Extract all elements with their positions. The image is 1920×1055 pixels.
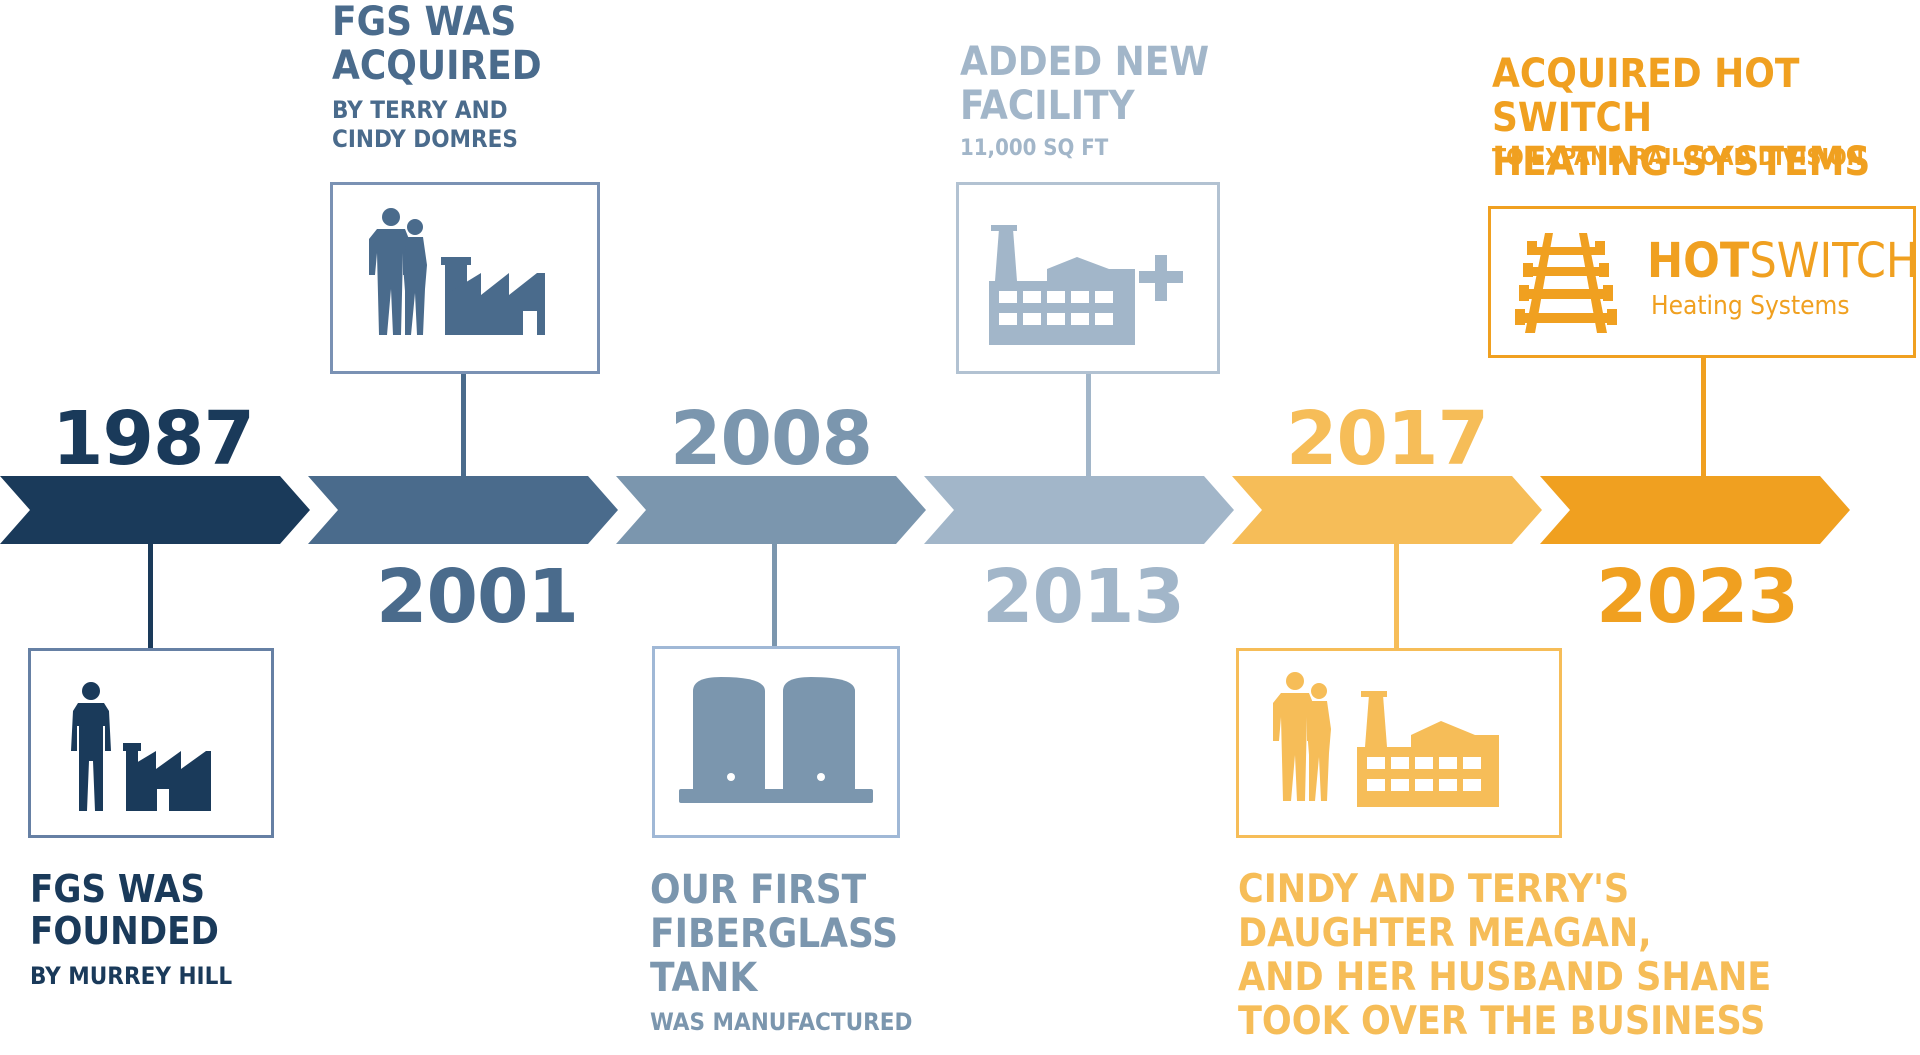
stem-1987 bbox=[148, 544, 153, 648]
arrow-2008 bbox=[616, 476, 926, 544]
stem-2008 bbox=[772, 544, 777, 648]
year-2008: 2008 bbox=[670, 396, 873, 482]
year-2023: 2023 bbox=[1596, 554, 1799, 640]
year-1987: 1987 bbox=[52, 396, 255, 482]
timeline-arrows bbox=[0, 476, 1850, 544]
milestone-2013-title: ADDED NEW FACILITY bbox=[960, 39, 1210, 129]
man-and-factory-icon bbox=[71, 682, 211, 811]
milestone-2008-subtitle: WAS MANUFACTURED bbox=[650, 1008, 913, 1036]
milestone-2023-title: ACQUIRED HOT SWITCH HEATING SYSTEMS bbox=[1492, 51, 1871, 185]
hotswitch-logo-text: HOTSWITCH bbox=[1647, 235, 1918, 287]
tanks-icon bbox=[679, 677, 873, 803]
hotswitch-logo-hot: HOT bbox=[1647, 233, 1750, 289]
milestone-2013-box bbox=[956, 182, 1220, 374]
milestone-2001-subtitle: BY TERRY AND CINDY DOMRES bbox=[332, 96, 518, 153]
stem-2001 bbox=[461, 372, 466, 476]
couple-and-factory-icon bbox=[369, 208, 545, 335]
arrow-2001 bbox=[308, 476, 618, 544]
milestone-1987-box bbox=[28, 648, 274, 838]
factory-plus-icon bbox=[989, 225, 1183, 345]
milestone-2001-box bbox=[330, 182, 600, 374]
milestone-2023-subtitle: TO EXPAND RAILROAD DIVISION bbox=[1492, 145, 1864, 171]
year-2013: 2013 bbox=[982, 554, 1185, 640]
year-2001: 2001 bbox=[376, 554, 579, 640]
milestone-2023-box: HOTSWITCH Heating Systems bbox=[1488, 206, 1918, 358]
stem-2013 bbox=[1086, 372, 1091, 476]
milestone-2001-title: FGS WAS ACQUIRED bbox=[332, 0, 542, 89]
hotswitch-logo-tagline: Heating Systems bbox=[1651, 291, 1850, 321]
arrow-2013 bbox=[924, 476, 1234, 544]
arrow-2023 bbox=[1540, 476, 1850, 544]
arrow-1987 bbox=[0, 476, 310, 544]
milestone-1987-subtitle: BY MURREY HILL bbox=[30, 962, 233, 990]
year-2017: 2017 bbox=[1286, 396, 1489, 482]
milestone-1987-title: FGS WAS FOUNDED bbox=[30, 867, 219, 953]
milestone-2008-box bbox=[652, 646, 900, 838]
milestone-2017-title: CINDY AND TERRY'S DAUGHTER MEAGAN, AND H… bbox=[1238, 867, 1772, 1044]
hotswitch-logo-switch: SWITCH bbox=[1749, 233, 1919, 289]
milestone-2013-subtitle: 11,000 SQ FT bbox=[960, 136, 1109, 161]
stem-2017 bbox=[1394, 544, 1399, 648]
arrow-2017 bbox=[1232, 476, 1542, 544]
stem-2023 bbox=[1701, 356, 1706, 476]
milestone-2017-box bbox=[1236, 648, 1562, 838]
railroad-track-icon bbox=[1515, 233, 1617, 333]
couple-and-facility-icon bbox=[1273, 672, 1499, 807]
milestone-2008-title: OUR FIRST FIBERGLASS TANK bbox=[650, 867, 899, 1001]
